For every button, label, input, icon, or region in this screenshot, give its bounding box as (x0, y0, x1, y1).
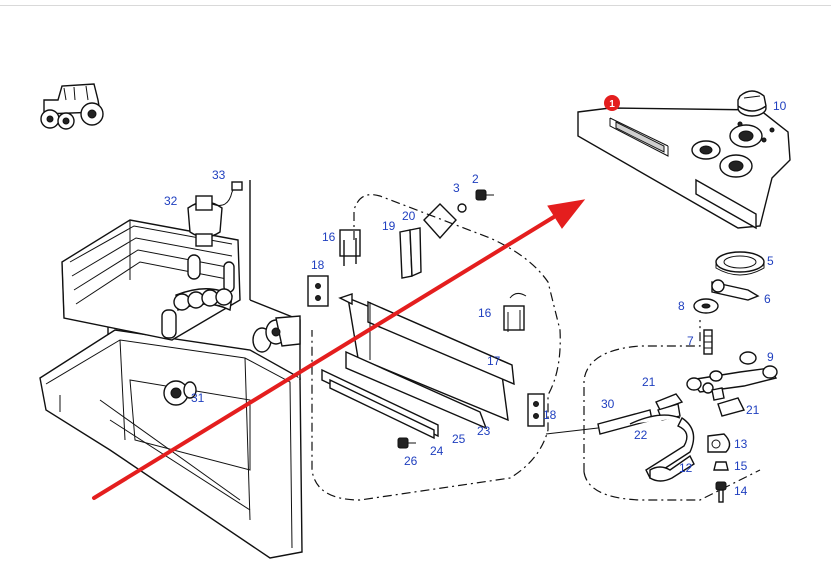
control-knob (737, 90, 767, 117)
callout-16-b: 16 (478, 306, 492, 320)
callout-12: 12 (679, 461, 693, 475)
callout-15: 15 (734, 459, 748, 473)
callout-19: 19 (382, 219, 396, 233)
callout-8: 8 (678, 299, 685, 313)
direction-arrow (92, 199, 586, 500)
callout-16-a: 16 (322, 230, 336, 244)
callout-10: 10 (773, 99, 787, 113)
callout-25: 25 (452, 432, 466, 446)
clamp-hardware (707, 433, 731, 503)
arrow-shaft (92, 210, 564, 500)
callout-30: 30 (601, 397, 615, 411)
arrow-head (547, 199, 586, 229)
callout-21-b: 21 (746, 403, 760, 417)
callout-31: 31 (191, 391, 205, 405)
callout-3: 3 (453, 181, 460, 195)
callout-13: 13 (734, 437, 748, 451)
callout-18-a: 18 (311, 258, 325, 272)
assembly-outline (311, 194, 561, 501)
callout-6: 6 (764, 292, 771, 306)
callout-21-a: 21 (642, 375, 656, 389)
cable-clips (655, 387, 746, 421)
badge-text: 1 (609, 99, 615, 110)
callout-7: 7 (687, 334, 694, 348)
cables (545, 409, 695, 482)
control-outline (583, 320, 761, 501)
callout-17: 17 (487, 354, 501, 368)
callout-20: 20 (402, 209, 416, 223)
callout-2: 2 (472, 172, 479, 186)
tractor-icon (40, 83, 104, 130)
callout-26: 26 (404, 454, 418, 468)
grommet-31 (163, 380, 197, 406)
highlight-badge: 1 (604, 95, 620, 111)
badge-circle (604, 95, 620, 111)
grommet-pair (252, 315, 301, 353)
callout-23: 23 (477, 424, 491, 438)
cable-pulley (693, 251, 765, 355)
flap-assembly (307, 189, 545, 449)
top-divider (0, 5, 831, 6)
water-valve (187, 181, 243, 247)
callout-33: 33 (212, 168, 226, 182)
heater-core (61, 219, 241, 341)
callout-32: 32 (164, 194, 178, 208)
callout-24: 24 (430, 444, 444, 458)
callout-5: 5 (767, 254, 774, 268)
heater-housing (39, 180, 303, 559)
linkage-arm (686, 351, 778, 394)
callout-9: 9 (767, 350, 774, 364)
callout-labels: 10 33 32 3 2 20 19 16 18 5 6 8 16 7 9 17… (164, 99, 787, 498)
callout-22: 22 (634, 428, 648, 442)
callout-14: 14 (734, 484, 748, 498)
callout-18-b: 18 (543, 408, 557, 422)
control-panel (577, 107, 791, 230)
